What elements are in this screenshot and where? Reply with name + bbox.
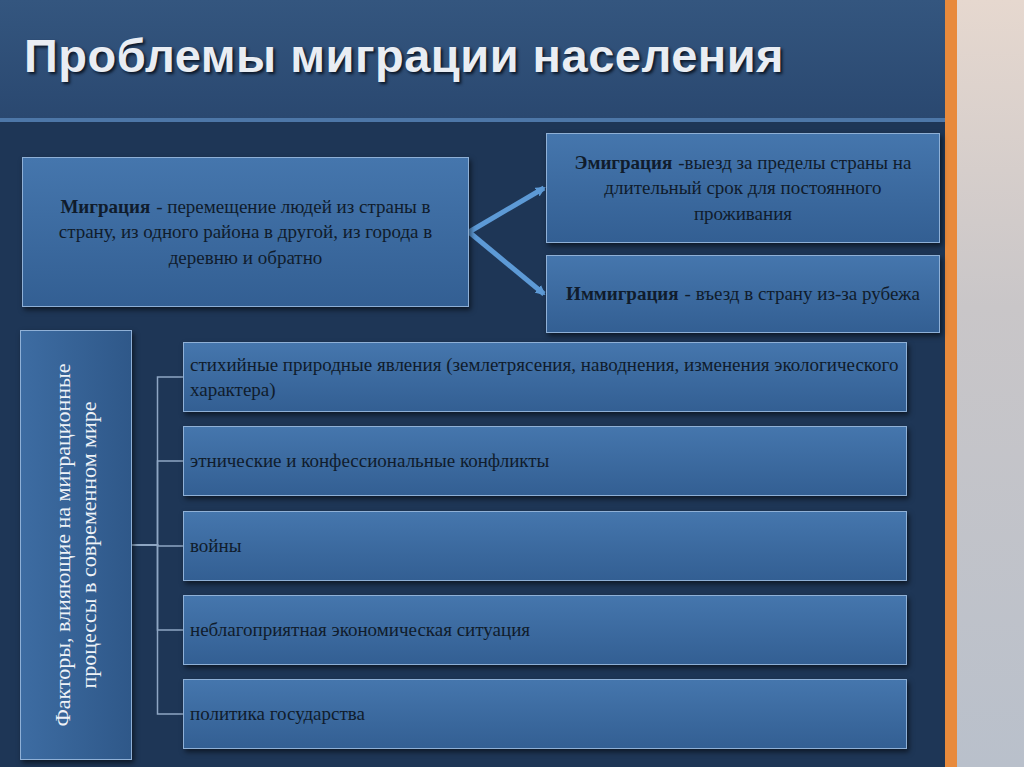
definition-text: войны xyxy=(190,535,241,556)
factor-box: неблагоприятная экономическая ситуация xyxy=(183,595,907,665)
definition-box: Эмиграция-выезд за пределы страны на дли… xyxy=(546,133,940,243)
factor-box: войны xyxy=(183,511,907,581)
bracket-connector xyxy=(132,545,183,714)
factor-box: этнические и конфессиональные конфликты xyxy=(183,426,907,496)
definition-text: политика государства xyxy=(190,703,365,724)
text-wrap: Иммиграция - въезд в страну из-за рубежа xyxy=(566,281,920,306)
definition-text: этнические и конфессиональные конфликты xyxy=(190,450,549,471)
factor-box: политика государства xyxy=(183,679,907,749)
term: Миграция xyxy=(60,196,150,217)
text-wrap: стихийные природные явления (землетрясен… xyxy=(190,352,900,402)
factors-header: Факторы, влияющие на миграционные процес… xyxy=(20,330,132,760)
accent-stripe xyxy=(945,0,957,767)
text-wrap: войны xyxy=(190,533,900,558)
slide-title: Проблемы миграции населения xyxy=(24,28,784,83)
text-wrap: этнические и конфессиональные конфликты xyxy=(190,448,900,473)
bracket-connector xyxy=(132,377,183,545)
arrow-connector xyxy=(469,188,544,232)
text-wrap: политика государства xyxy=(190,701,900,726)
definition-box: Миграция- перемещение людей из страны в … xyxy=(22,157,469,307)
bracket-connector xyxy=(132,461,183,545)
text-wrap: Миграция- перемещение людей из страны в … xyxy=(33,194,458,269)
factors-title: Факторы, влияющие на миграционные процес… xyxy=(50,340,102,750)
definition-text: неблагоприятная экономическая ситуация xyxy=(190,619,530,640)
side-photo xyxy=(957,0,1024,767)
definition-text: стихийные природные явления (землетрясен… xyxy=(190,354,898,400)
definition-text: - въезд в страну из-за рубежа xyxy=(685,283,920,304)
term: Иммиграция xyxy=(566,283,678,304)
term: Эмиграция xyxy=(575,152,673,173)
arrow-connector xyxy=(469,232,544,294)
title-underline xyxy=(0,118,945,122)
text-wrap: Эмиграция-выезд за пределы страны на дли… xyxy=(557,150,929,225)
definition-box: Иммиграция - въезд в страну из-за рубежа xyxy=(546,255,940,333)
text-wrap: неблагоприятная экономическая ситуация xyxy=(190,617,900,642)
factor-box: стихийные природные явления (землетрясен… xyxy=(183,342,907,412)
